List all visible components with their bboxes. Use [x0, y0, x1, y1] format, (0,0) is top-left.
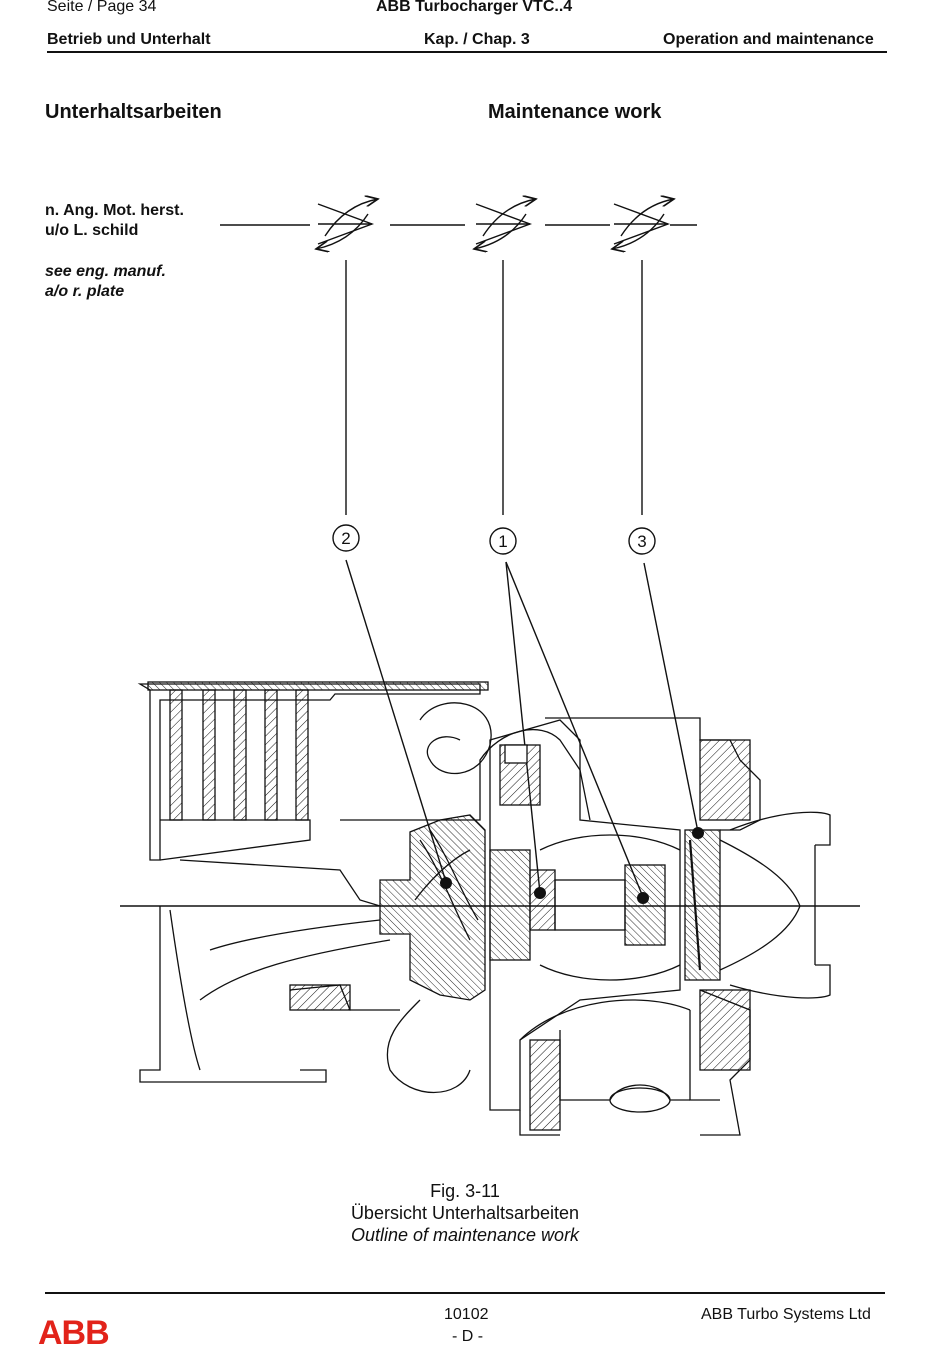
interval-note-de-1: n. Ang. Mot. herst. — [45, 202, 184, 219]
abb-logo: ABB — [38, 1314, 110, 1352]
footer-rule — [45, 1292, 885, 1294]
callout-2-number: 2 — [341, 529, 350, 548]
callout-2-circle — [332, 524, 360, 552]
interval-note-en-1: see eng. manuf. — [45, 263, 166, 280]
callout-3-number: 3 — [637, 532, 646, 551]
interval-symbols — [220, 199, 697, 515]
callout-1-number: 1 — [498, 532, 507, 551]
callout-1-circle — [489, 527, 517, 555]
company-name: ABB Turbo Systems Ltd — [701, 1306, 871, 1323]
turbocharger-section — [120, 681, 860, 1136]
section-title-en: Maintenance work — [488, 101, 662, 123]
chapter-title-de: Betrieb und Unterhalt — [47, 31, 211, 48]
interval-note-en-2: a/o r. plate — [45, 283, 125, 300]
callout-3-circle — [628, 527, 656, 555]
document-title: ABB Turbocharger VTC..4 — [376, 0, 573, 15]
leader-lines — [345, 559, 699, 898]
figure-caption-de: Übersicht Unterhaltsarbeiten — [350, 1203, 580, 1223]
header-rule — [47, 51, 887, 53]
figure-caption-en: Outline of maintenance work — [350, 1225, 580, 1245]
language-code: - D - — [452, 1328, 484, 1345]
page-number: Seite / Page 34 — [47, 0, 157, 15]
section-title-de: Unterhaltsarbeiten — [45, 101, 222, 123]
callout-markers — [332, 524, 656, 555]
interval-symbol-3-icon — [612, 199, 674, 249]
interval-note-de-2: u/o L. schild — [45, 222, 139, 239]
figure-number: Fig. 3-11 — [430, 1181, 500, 1201]
chapter-number: Kap. / Chap. 3 — [424, 31, 530, 48]
chapter-title-en: Operation and maintenance — [663, 31, 874, 48]
document-number: 10102 — [444, 1306, 489, 1323]
interval-symbol-1-icon — [474, 199, 536, 249]
interval-symbol-2-icon — [316, 199, 378, 249]
